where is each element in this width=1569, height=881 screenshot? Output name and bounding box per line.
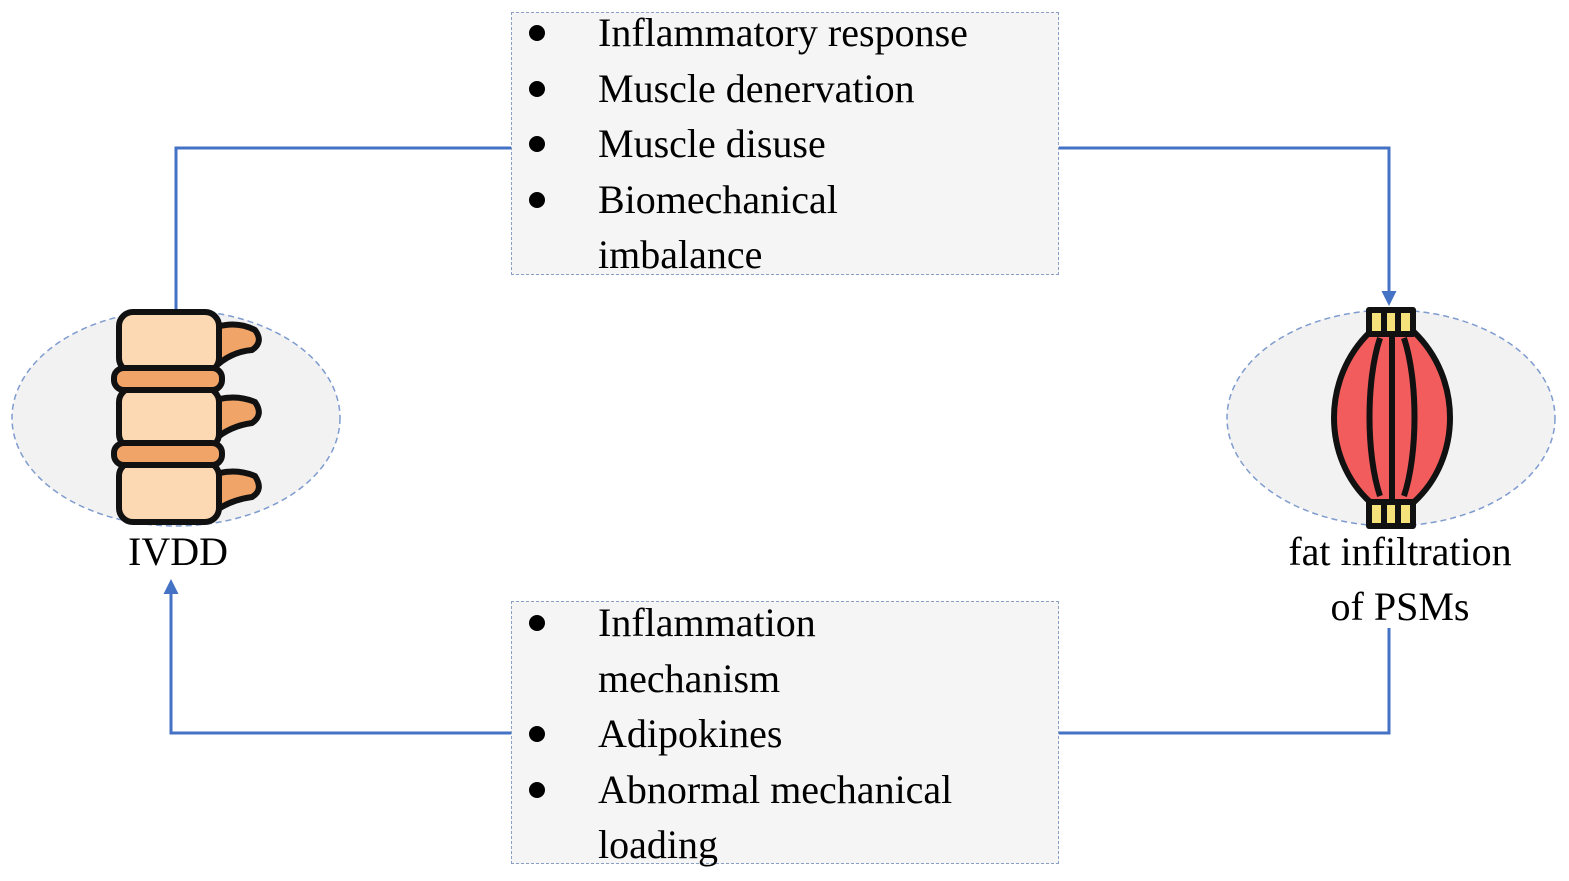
mechanism-item: Inflammation mechanism <box>512 595 816 706</box>
mechanism-list-top: Inflammatory response Muscle denervation… <box>512 5 1058 283</box>
ivdd-label: IVDD <box>128 529 228 574</box>
mechanism-item: Muscle denervation <box>512 61 1058 117</box>
spine-icon <box>111 309 262 525</box>
psm-label-line-1: fat infiltration <box>1288 529 1512 574</box>
mechanism-item: Adipokines <box>512 706 1058 762</box>
mechanism-item: Inflammatory response <box>512 5 1058 61</box>
connector-ivdd-to-box-top <box>174 146 511 312</box>
mechanism-list-bottom: Inflammation mechanism Adipokines Abnorm… <box>512 595 1058 873</box>
mechanism-item: Muscle disuse <box>512 116 1058 172</box>
mechanism-item: Biomechanical imbalance <box>512 172 838 283</box>
mechanism-box-top: Inflammatory response Muscle denervation… <box>511 10 1059 277</box>
psm-label-line-2: of PSMs <box>1330 584 1470 629</box>
arrow-box-top-to-psm <box>1059 146 1397 306</box>
connector-psm-to-box-bottom <box>1059 628 1391 735</box>
mechanism-box-bottom: Inflammation mechanism Adipokines Abnorm… <box>511 600 1059 867</box>
mechanism-item: Abnormal mechanical loading <box>512 762 958 873</box>
muscle-icon <box>1331 307 1453 529</box>
arrow-box-bottom-to-ivdd <box>163 579 511 735</box>
psm-label: fat infiltration of PSMs <box>1250 524 1550 634</box>
